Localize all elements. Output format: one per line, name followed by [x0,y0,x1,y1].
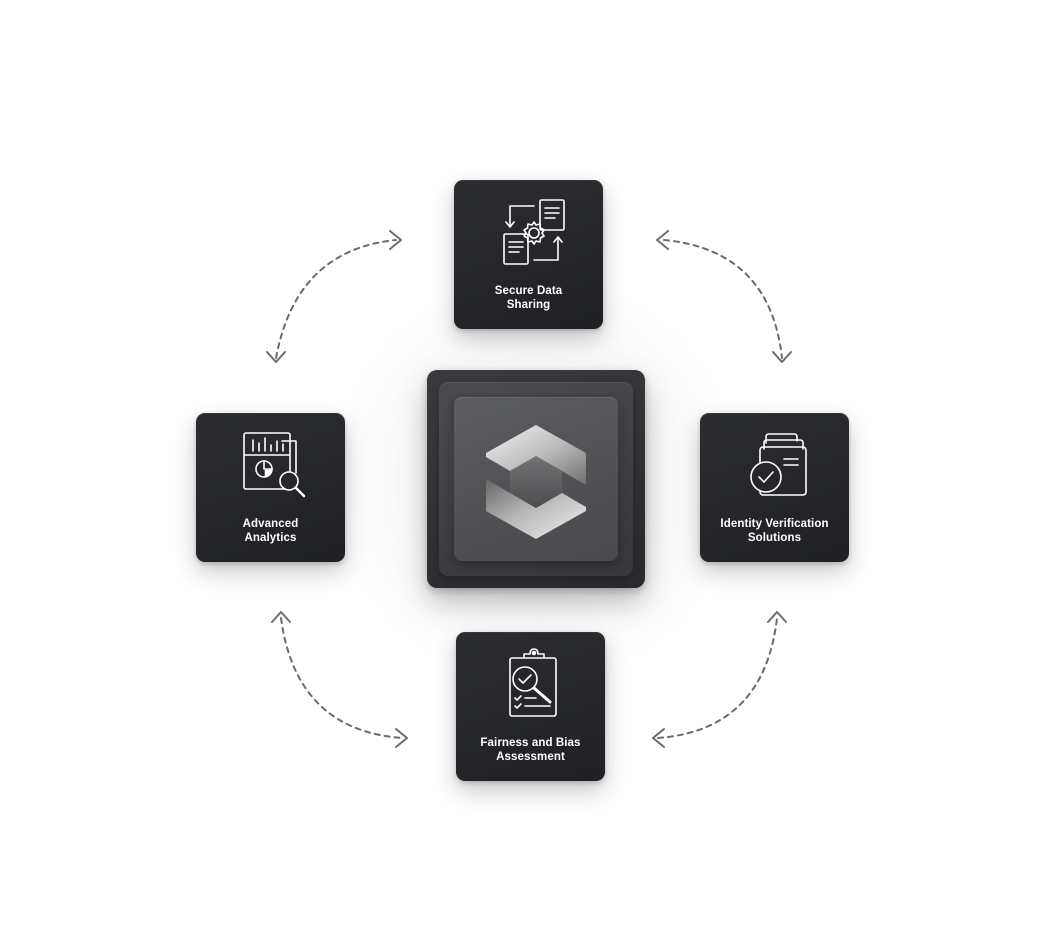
analytics-magnifier-icon [240,429,312,501]
connector-bottom-right [657,617,778,739]
arrowhead-left-icon [652,728,665,748]
arrowhead-left-icon [656,230,669,250]
advanced-analytics-card[interactable]: Advanced Analytics [196,413,345,562]
fairness-bias-card[interactable]: Fairness and Bias Assessment [456,632,605,781]
connector-top-left [275,239,397,359]
advanced-analytics-label: Advanced Analytics [242,518,299,544]
hexagon-logo-icon [480,423,592,541]
identity-verification-card[interactable]: Identity Verification Solutions [700,413,849,562]
arrowhead-up-icon [767,611,787,623]
clipboard-magnifier-icon [500,648,572,720]
identity-verification-label: Identity Verification Solutions [720,518,829,544]
arrowhead-down-icon [772,351,792,363]
fairness-bias-label: Fairness and Bias Assessment [480,737,581,763]
arrowhead-right-icon [389,230,402,250]
arrowhead-down-icon [266,351,286,363]
documents-gear-icon [498,196,570,268]
connector-bottom-left [280,617,403,739]
secure-data-sharing-card[interactable]: Secure Data Sharing [454,180,603,329]
secure-data-sharing-label: Secure Data Sharing [494,285,563,311]
connector-top-right [663,239,783,359]
arrowhead-up-icon [271,611,291,623]
arrowhead-right-icon [395,728,408,748]
identity-check-icon [744,429,816,501]
